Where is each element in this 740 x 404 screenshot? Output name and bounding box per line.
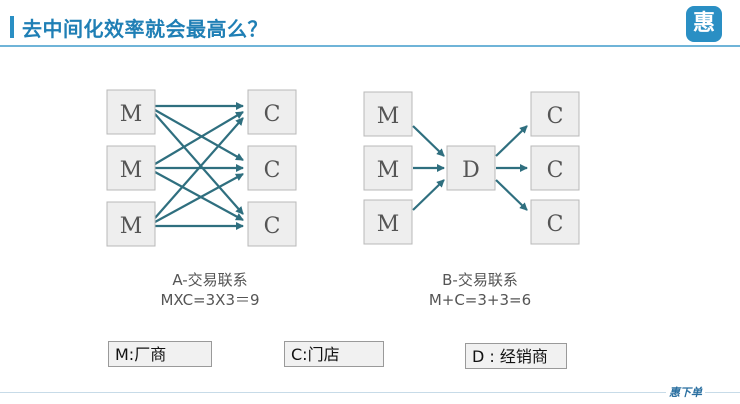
svg-text:M: M — [377, 158, 400, 183]
svg-text:C: C — [264, 102, 281, 127]
caption-b-formula: M+C=3+3=6 — [428, 291, 532, 309]
node-b-c2: C — [530, 145, 580, 191]
caption-b: B-交易联系 M+C=3+3=6 — [400, 270, 560, 310]
diagram-b-arrows — [412, 125, 528, 211]
legend-m: M:厂商 — [108, 341, 212, 367]
svg-text:C: C — [264, 158, 281, 183]
arrow-a-3-1 — [154, 117, 244, 219]
node-b-c1: C — [530, 91, 580, 137]
svg-text:C: C — [547, 212, 564, 237]
brand-logo-icon: 惠 — [686, 6, 722, 42]
svg-text:D: D — [462, 158, 480, 183]
svg-text:C: C — [547, 104, 564, 129]
node-a-m3: M — [106, 201, 156, 247]
svg-text:M: M — [120, 102, 143, 127]
svg-text:C: C — [264, 214, 281, 239]
svg-text:M: M — [120, 214, 143, 239]
node-a-c2: C — [247, 145, 297, 191]
node-b-c3: C — [530, 199, 580, 245]
node-b-d: D — [446, 145, 496, 191]
svg-text:M: M — [377, 104, 400, 129]
node-b-m2: M — [363, 145, 413, 191]
page-title: 去中间化效率就会最高么？ — [22, 17, 268, 41]
arrow-b-m3-d — [412, 179, 445, 211]
node-a-c3: C — [247, 201, 297, 247]
footer-brand-logo: 惠下单 — [666, 384, 705, 400]
arrow-a-1-3 — [154, 113, 244, 215]
svg-text:M: M — [377, 212, 400, 237]
caption-a-formula: MXC=3X3＝9 — [160, 291, 260, 309]
node-a-m2: M — [106, 145, 156, 191]
arrow-a-2-1 — [154, 111, 244, 165]
caption-a: A-交易联系 MXC=3X3＝9 — [130, 270, 290, 310]
node-b-m3: M — [363, 199, 413, 245]
arrow-b-m1-d — [412, 125, 445, 157]
footer-divider — [0, 392, 740, 393]
title-accent-bar — [10, 16, 14, 38]
diagram-a-arrows — [154, 102, 244, 230]
caption-b-title: B-交易联系 — [442, 271, 518, 289]
svg-text:C: C — [547, 158, 564, 183]
node-b-m1: M — [363, 91, 413, 137]
header: 去中间化效率就会最高么？ 惠 — [0, 0, 740, 48]
legend-c: C:门店 — [284, 341, 384, 367]
header-divider — [0, 45, 740, 47]
node-a-m1: M — [106, 89, 156, 135]
caption-a-title: A-交易联系 — [172, 271, 248, 289]
arrow-b-d-c1 — [495, 125, 528, 157]
arrow-b-d-c3 — [495, 179, 528, 211]
arrow-a-3-2 — [154, 173, 244, 223]
arrow-a-2-3 — [154, 171, 244, 221]
legend-d: D : 经销商 — [465, 343, 567, 369]
node-a-c1: C — [247, 89, 297, 135]
arrow-a-1-2 — [154, 109, 244, 161]
svg-text:M: M — [120, 158, 143, 183]
